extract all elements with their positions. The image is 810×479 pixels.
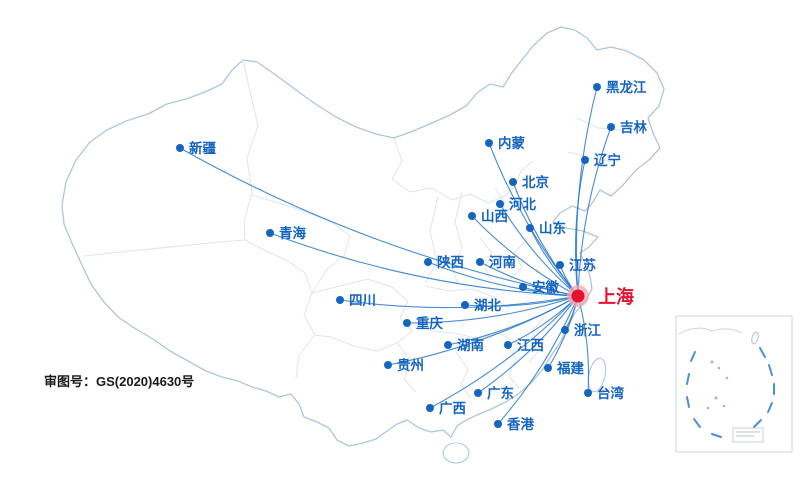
province-dot-25 (584, 389, 592, 397)
province-dot-1 (607, 123, 615, 131)
flight-line-20 (387, 295, 579, 366)
flight-line-25 (577, 295, 590, 394)
province-label-19: 浙江 (574, 322, 602, 338)
province-label-2: 辽宁 (594, 152, 621, 168)
flight-line-1 (577, 126, 612, 297)
province-label-1: 吉林 (620, 119, 648, 135)
flight-line-11 (479, 261, 579, 297)
province-dot-5 (496, 200, 504, 208)
province-label-6: 山西 (481, 209, 508, 224)
province-label-7: 山东 (539, 220, 567, 236)
province-dot-4 (509, 178, 517, 186)
province-dot-18 (504, 341, 512, 349)
hub-dot (571, 289, 585, 303)
province-dot-12 (556, 261, 564, 269)
province-dot-17 (444, 341, 452, 349)
province-dot-10 (424, 258, 432, 266)
hainan-island (442, 442, 470, 464)
inset-coastline (678, 327, 743, 335)
china-outline (61, 26, 665, 464)
flight-line-22 (477, 295, 579, 394)
province-label-9: 青海 (279, 225, 306, 241)
province-dot-20 (384, 361, 392, 369)
province-dot-15 (461, 301, 469, 309)
flight-line-5 (499, 203, 579, 297)
province-dot-0 (593, 83, 601, 91)
inset-scale-legend (732, 427, 764, 443)
province-label-25: 台湾 (597, 385, 625, 401)
province-label-21: 福建 (556, 360, 585, 376)
province-label-4: 北京 (522, 174, 549, 190)
province-label-15: 湖北 (474, 298, 501, 313)
province-dot-8 (176, 144, 184, 152)
flight-line-14 (339, 295, 579, 309)
province-label-3: 内蒙 (498, 135, 526, 151)
province-label-12: 江苏 (569, 257, 597, 273)
province-label-0: 黑龙江 (606, 79, 647, 95)
flight-line-9 (269, 232, 579, 297)
province-label-20: 贵州 (397, 357, 424, 373)
province-dot-19 (561, 326, 569, 334)
province-label-11: 河南 (489, 254, 516, 270)
province-label-16: 重庆 (416, 315, 443, 331)
province-dot-2 (581, 156, 589, 164)
province-dot-22 (474, 389, 482, 397)
flight-line-23 (429, 295, 579, 409)
province-dot-13 (519, 283, 527, 291)
hub-label: 上海 (598, 286, 634, 307)
province-label-18: 江西 (517, 337, 544, 353)
province-label-23: 广西 (439, 400, 466, 416)
province-dot-23 (426, 404, 434, 412)
province-dot-3 (485, 139, 493, 147)
province-label-5: 河北 (509, 196, 537, 212)
inset-islands (706, 360, 729, 410)
inset-taiwan-island (751, 331, 759, 345)
province-dot-7 (526, 224, 534, 232)
map-approval-number: 审图号：GS(2020)4630号 (44, 374, 195, 389)
flight-line-16 (406, 295, 579, 324)
province-label-13: 安徽 (532, 279, 560, 295)
province-label-22: 广东 (487, 385, 515, 401)
flight-line-24 (497, 295, 579, 425)
flight-line-6 (471, 215, 579, 297)
province-dot-16 (403, 319, 411, 327)
province-dot-14 (336, 296, 344, 304)
province-dot-9 (266, 229, 274, 237)
province-label-8: 新疆 (189, 140, 216, 156)
taiwan-island (587, 357, 607, 393)
province-dot-21 (544, 364, 552, 372)
province-label-14: 四川 (349, 293, 376, 308)
province-label-10: 陕西 (437, 254, 464, 270)
shanghai-hub-marker: 上海 (567, 285, 634, 307)
province-dot-24 (494, 420, 502, 428)
province-label-17: 湖南 (457, 337, 484, 353)
province-dot-6 (468, 212, 476, 220)
south-china-sea-inset (675, 315, 793, 453)
province-dot-11 (476, 258, 484, 266)
flight-line-2 (574, 159, 586, 297)
flight-line-15 (464, 295, 579, 307)
province-label-24: 香港 (506, 416, 535, 432)
